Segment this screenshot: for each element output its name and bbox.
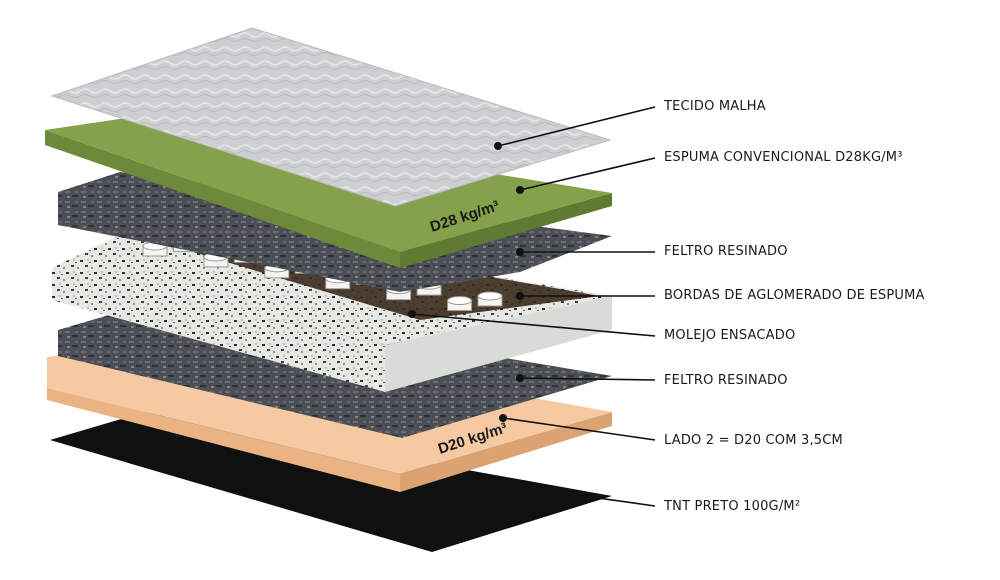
d20-foam-side-right	[400, 412, 612, 492]
label-feltro-resinado-bottom: FELTRO RESINADO	[664, 373, 788, 388]
label-molejo-ensacado: MOLEJO ENSACADO	[664, 328, 796, 343]
knit-fabric-layer	[50, 27, 612, 207]
d20-foam-side-front	[47, 388, 400, 492]
label-bordas-aglomerado: BORDAS DE AGLOMERADO DE ESPUMA	[664, 288, 925, 303]
leader-tnt	[504, 484, 656, 507]
leader-lines	[411, 106, 656, 507]
label-tecido-malha: TECIDO MALHA	[664, 99, 766, 114]
leader-molejo	[411, 313, 656, 337]
tnt-layer	[50, 412, 612, 552]
leader-espuma	[519, 157, 656, 191]
agglomerate-side-right	[385, 296, 612, 392]
agglomerate-side-front	[52, 268, 385, 392]
label-tnt-preto: TNT PRETO 100G/M²	[664, 499, 801, 514]
pocket-spring-top	[447, 296, 473, 306]
pocket-spring-top	[477, 291, 503, 301]
leader-feltro2	[519, 377, 656, 381]
label-feltro-resinado-top: FELTRO RESINADO	[664, 244, 788, 259]
leader-tecido	[497, 106, 656, 147]
label-espuma-convencional: ESPUMA CONVENCIONAL D28KG/M³	[664, 150, 903, 165]
d28-foam-side-front	[45, 130, 400, 268]
leader-dots	[408, 142, 524, 489]
d28-foam-side-right	[400, 193, 612, 268]
label-lado-2: LADO 2 = D20 COM 3,5CM	[664, 433, 843, 448]
leader-lado2	[502, 417, 656, 441]
